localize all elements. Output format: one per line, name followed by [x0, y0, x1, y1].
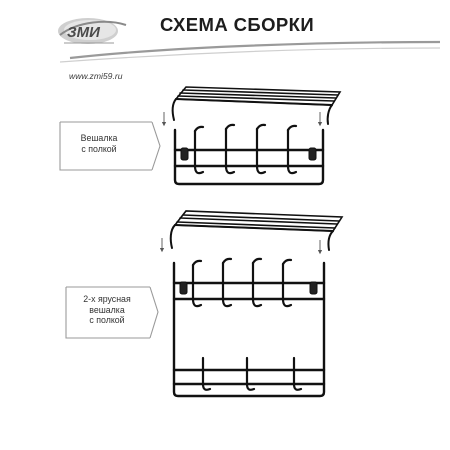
callout-coat-rack: Вешалка с полкой	[66, 133, 132, 154]
down-arrow-icon	[159, 238, 323, 255]
callout-2-frame	[65, 286, 159, 339]
callout-1-frame	[59, 121, 161, 171]
page-title: СХЕМА СБОРКИ	[160, 14, 315, 35]
mount-caps	[180, 147, 317, 161]
rack-frame	[173, 128, 325, 186]
shelf-brackets-2	[169, 224, 334, 251]
lower-hooks	[201, 356, 303, 391]
shelf-rails	[174, 86, 342, 106]
callout-line: Вешалка	[80, 133, 118, 143]
callout-line: с полкой	[81, 143, 117, 154]
down-arrow-icon	[161, 112, 323, 127]
logo-text: ЗМИ	[67, 24, 101, 41]
mount-caps-2	[179, 281, 318, 295]
callout-two-tier-rack: 2-х ярусная вешалка с полкой	[72, 294, 142, 326]
rack-hooks	[193, 123, 298, 175]
header-swoosh	[59, 40, 440, 63]
zmi-logo: ЗМИ	[58, 18, 127, 44]
website-url: www.zmi59.ru	[69, 71, 123, 81]
callout-line: 2-х ярусная	[83, 294, 131, 304]
shelf-brackets	[171, 98, 333, 125]
two-tier-coat-rack	[169, 210, 344, 398]
rack-frame-2	[172, 261, 326, 398]
coat-rack-with-shelf	[171, 86, 342, 186]
callout-line: вешалка	[89, 304, 125, 315]
callout-line: с полкой	[89, 315, 125, 325]
upper-hooks	[191, 257, 293, 308]
shelf-rails-2	[173, 210, 344, 232]
